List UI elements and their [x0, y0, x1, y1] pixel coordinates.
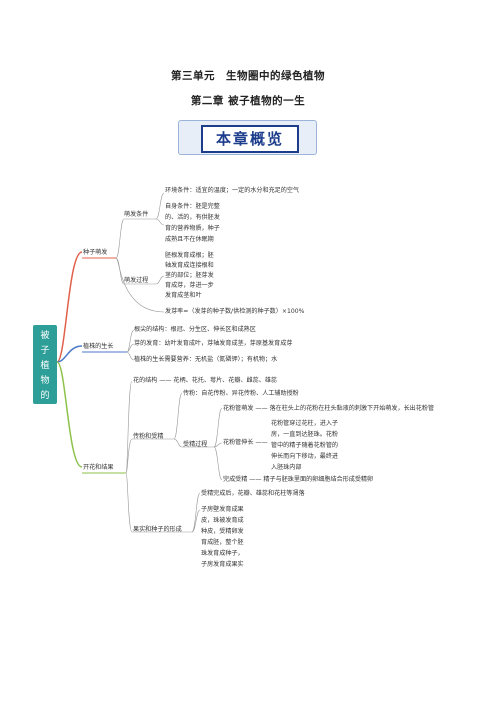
self-condition-line: 的、活的，有供胚发 — [165, 214, 220, 221]
self-condition-line: 成熟且不在休眠期 — [165, 236, 214, 243]
chapter-title: 第二章 被子植物的一生 — [190, 95, 306, 107]
pollen-tube-line: 房，一直到达胚珠。花粉 — [271, 431, 339, 438]
fruit-line: 子房壁发育成果 — [201, 506, 244, 513]
fruit-line: 子房发育成果实 — [201, 561, 244, 568]
root-char: 一 — [40, 406, 50, 416]
pollen-tube-line: 管中的精子随着花粉管的 — [271, 442, 339, 449]
process-line: 育成芽，芽进一步 — [165, 282, 214, 289]
node-fruit-seed-formation: 果实和种子的形成 — [133, 526, 182, 533]
flower-structure: 花的结构 —— 花柄、花托、萼片、花瓣、雌蕊、雄蕊 — [133, 377, 278, 384]
process-line: 轴发育成连接根和 — [165, 262, 214, 269]
node-germination-conditions: 萌发条件 — [124, 211, 149, 218]
overview-banner: 本章概览 — [178, 120, 317, 155]
pollination-types: 传粉：自花传粉、异花传粉、人工辅助授粉 — [183, 390, 299, 397]
root-char: 生 — [40, 421, 50, 431]
root-char: 植 — [40, 361, 50, 371]
pollen-tube-line: 伸长而向下移动，最终进 — [271, 453, 339, 460]
fruit-line: 育成胚，整个胚 — [201, 539, 244, 546]
branch-plant-growth: 植株的生长 — [83, 343, 114, 350]
root-char: 被 — [40, 331, 50, 341]
overview-banner-text: 本章概览 — [201, 125, 299, 153]
germination-rate-formula: 发芽率=（发芽的种子数/供检测的种子数）×100% — [165, 308, 305, 315]
node-pollination-fertilization: 传粉和受精 — [133, 433, 164, 440]
growth-item: 根尖的结构：根冠、分生区、伸长区和成熟区 — [134, 326, 256, 333]
fertilization-complete: 完成受精 —— 精子与胚珠里面的卵细胞结合形成受精卵 — [223, 476, 374, 483]
self-condition-line: 自身条件：胚是完整 — [165, 203, 220, 210]
pollen-tube-germination: 花粉管萌发 —— 落在柱头上的花粉在柱头黏液的刺激下开始萌发，长出花粉管 — [223, 405, 435, 412]
fruit-line: 种皮，受精卵发 — [201, 528, 244, 535]
branch-seed-germination: 种子萌发 — [83, 249, 108, 256]
pollen-tube-elongation-label: 花粉管伸长 —— — [223, 439, 268, 446]
node-fertilization-process: 受精过程 — [183, 441, 208, 448]
self-condition-line: 育的营养物质，种子 — [165, 225, 220, 232]
growth-item: 芽的发育：幼叶发育成叶，芽轴发育成茎，芽原基发育成芽 — [134, 340, 293, 347]
unit-title: 第三单元 生物圈中的绿色植物 — [171, 70, 325, 82]
node-germination-process: 萌发过程 — [124, 277, 149, 284]
root-char: 物 — [40, 376, 50, 386]
env-condition-text: 环境条件：适宜的温度；一定的水分和充足的空气 — [165, 187, 300, 194]
process-line: 发育成茎和叶 — [165, 292, 202, 299]
process-line: 茎的部位；胚芽发 — [165, 272, 214, 279]
growth-item: 植株的生长需要营养：无机盐（氮磷钾）；有机物；水 — [134, 356, 278, 363]
root-char: 的 — [40, 391, 50, 401]
after-fertilization-text: 受精完成后，花瓣、雄蕊和花柱等凋落 — [201, 490, 305, 497]
root-char: 子 — [40, 346, 50, 356]
process-line: 胚根发育成根；胚 — [165, 252, 214, 259]
fruit-line: 珠发育成种子， — [201, 550, 244, 557]
fruit-line: 皮，珠被发育成 — [201, 517, 244, 524]
pollen-tube-line: 入胚珠内部 — [271, 464, 302, 471]
pollen-tube-line: 花粉管穿过花柱，进入子 — [271, 420, 339, 427]
root-node: 被 子 植 物 的 一 生 — [33, 325, 57, 431]
branch-flowering-fruiting: 开花和结果 — [83, 464, 114, 471]
